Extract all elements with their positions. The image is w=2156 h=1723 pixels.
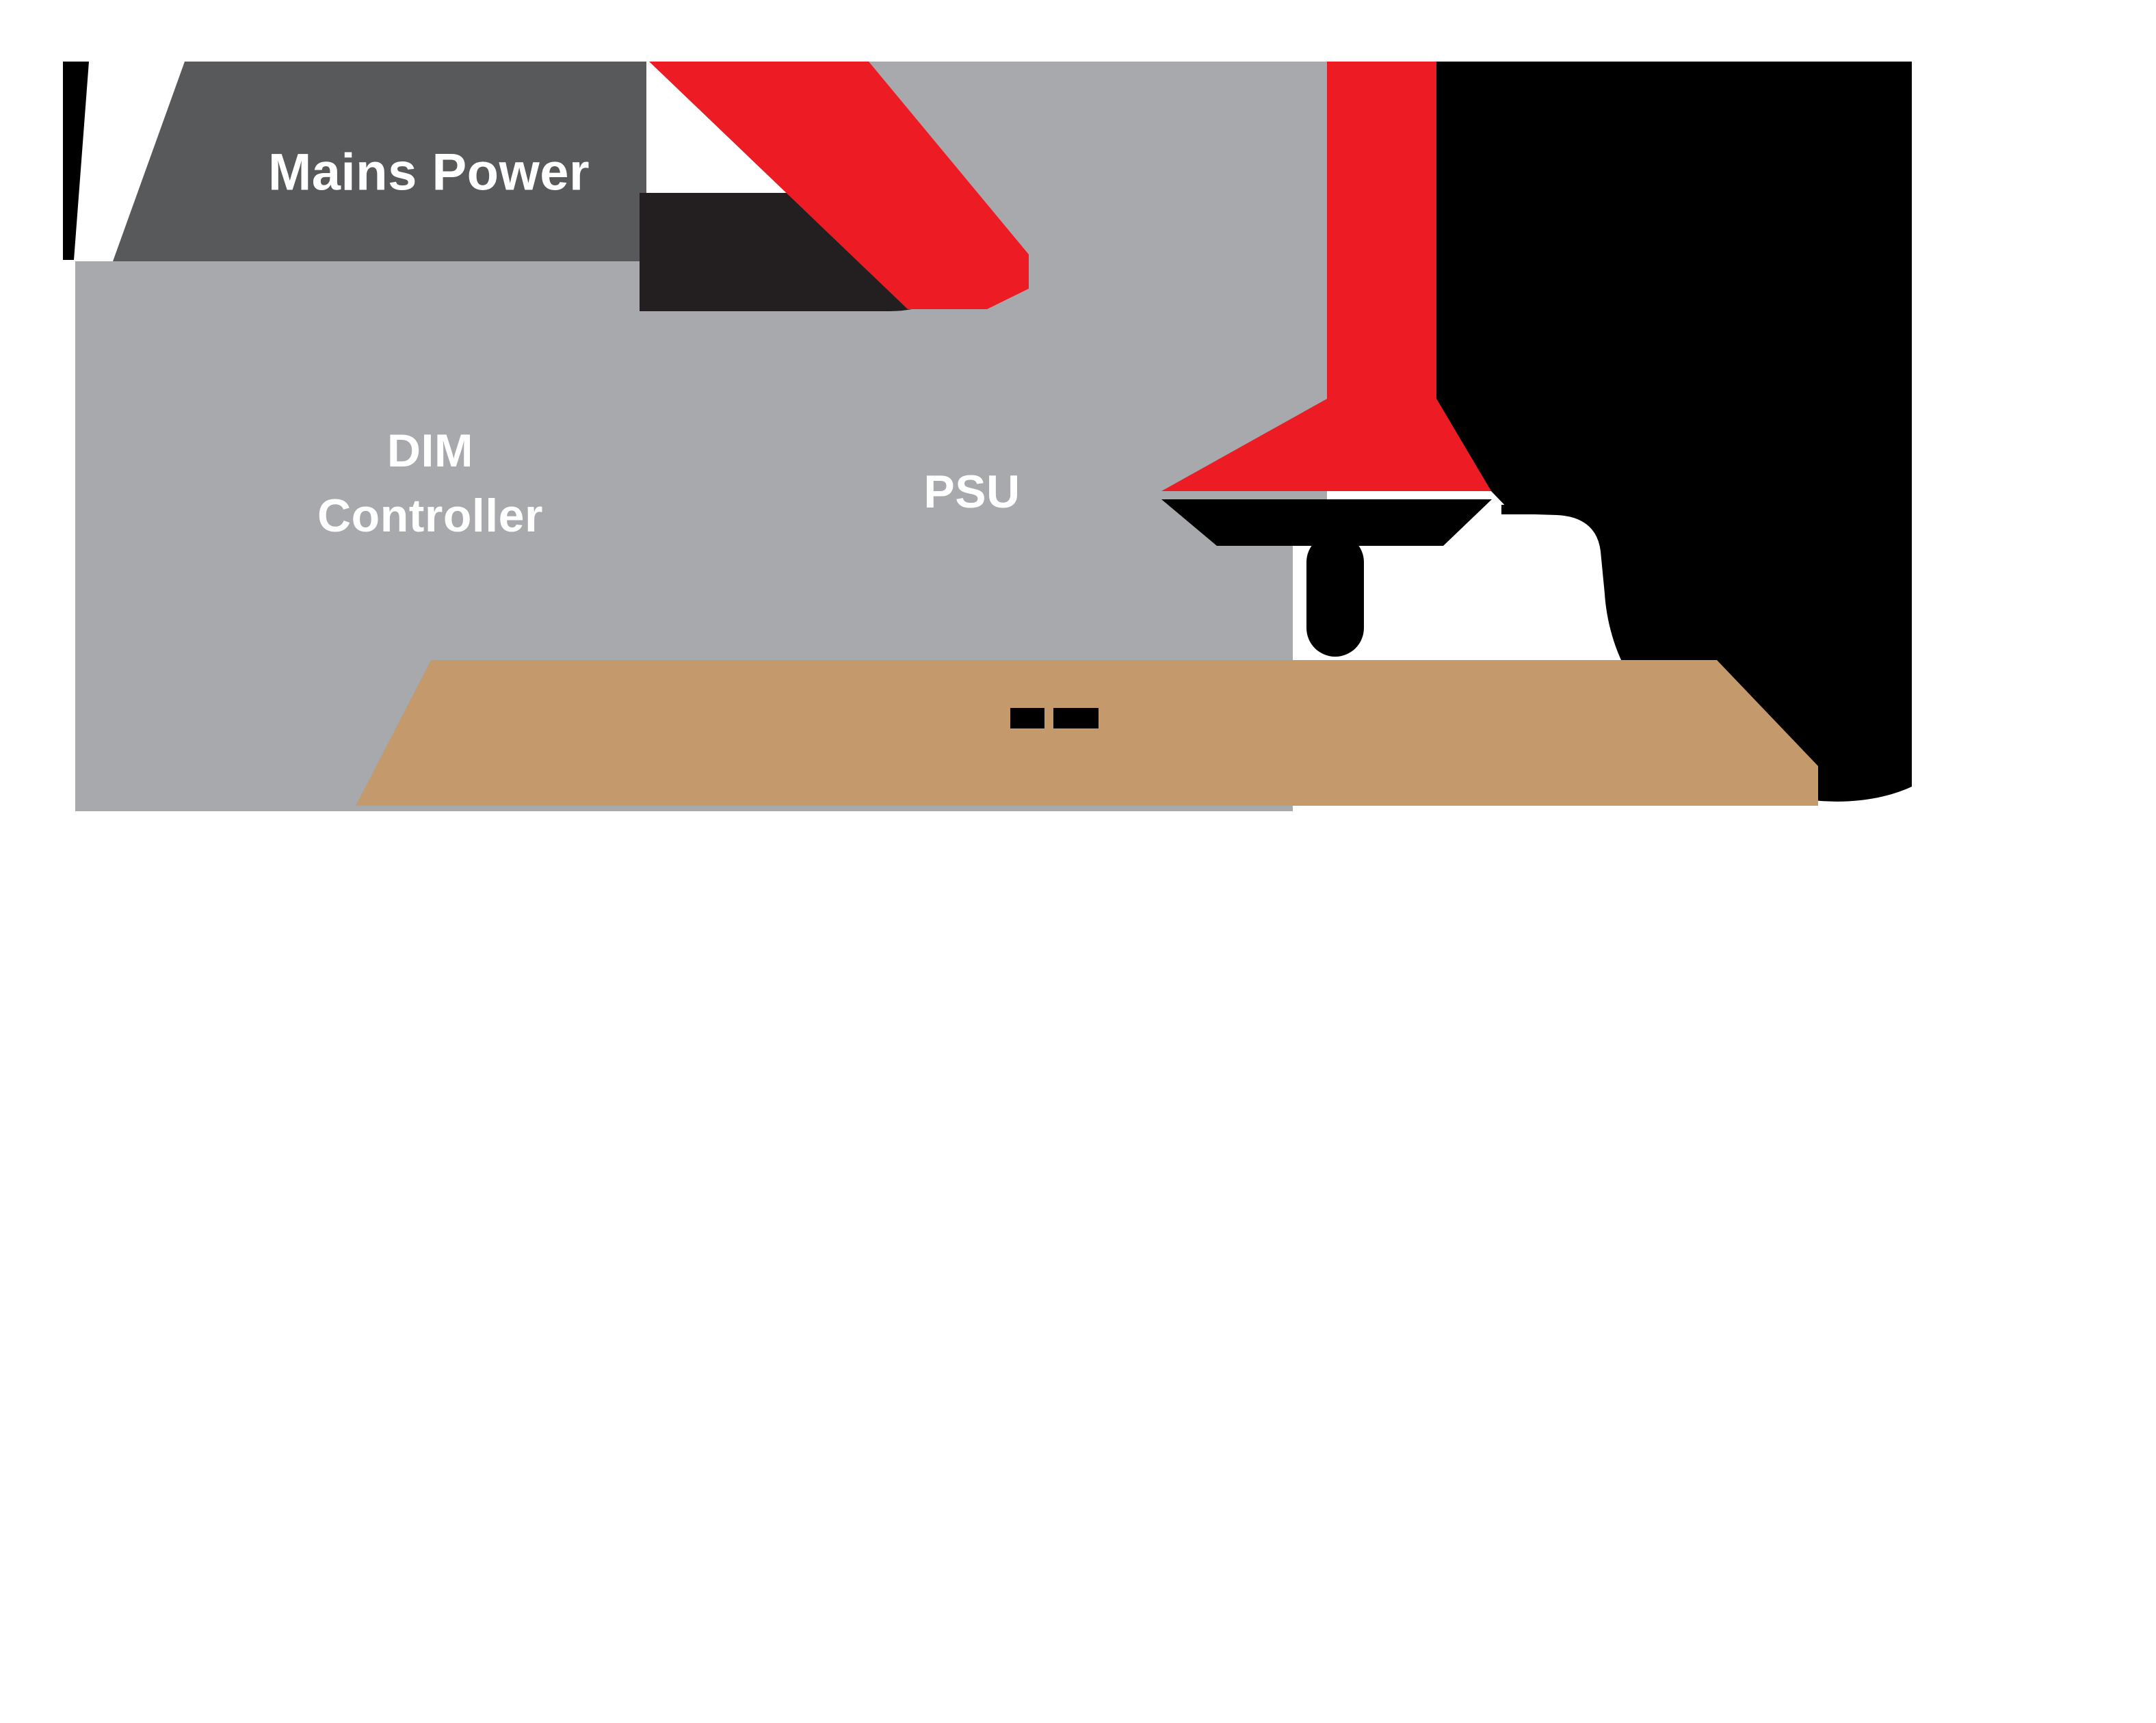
strip-contact-mark-2 — [1053, 708, 1099, 728]
red-cable-right — [1161, 62, 1491, 491]
mains-power-label: Mains Power — [267, 143, 590, 202]
dim-controller-label: DIM Controller — [317, 419, 543, 549]
black-cable-block — [1436, 62, 1912, 802]
psu-label: PSU — [923, 466, 1021, 518]
dim-controller-label-line2: Controller — [317, 490, 543, 542]
connector-pin-shape — [1306, 534, 1364, 657]
mains-power-box — [113, 62, 646, 261]
dim-controller-label-line1: DIM — [386, 425, 474, 477]
red-cable-left — [649, 62, 1029, 309]
flare-shadow-shape — [1161, 499, 1492, 546]
left-edge-cable-shape — [63, 62, 89, 260]
strip-contact-mark-1 — [1010, 708, 1044, 728]
led-strip-shape — [356, 660, 1818, 806]
wire-dash-shape — [1501, 505, 1547, 514]
